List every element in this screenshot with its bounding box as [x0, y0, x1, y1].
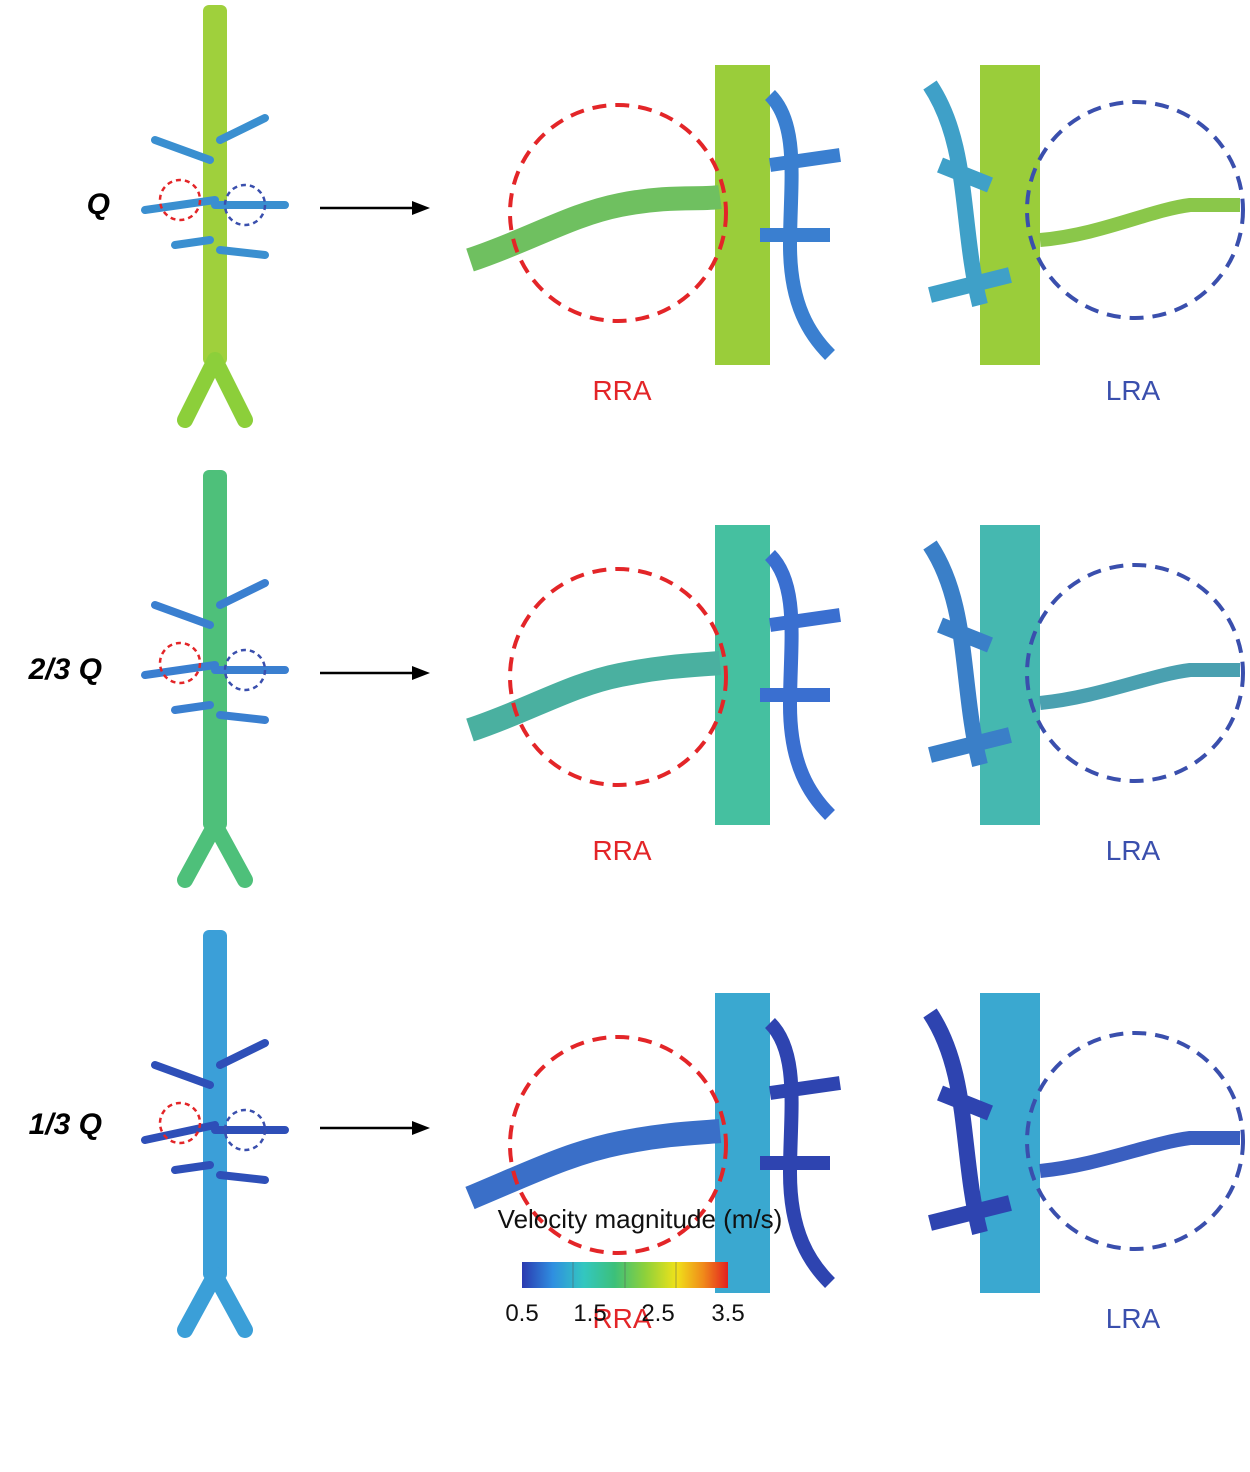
legend: Velocity magnitude (m/s)	[440, 1188, 840, 1472]
tick-label: 2.5	[641, 1300, 675, 1327]
aorta-segment	[715, 525, 770, 825]
rra-detail	[465, 993, 841, 1293]
aorta-trunk	[203, 930, 227, 1280]
rra-label: RRA	[592, 375, 652, 406]
side-vessels	[923, 80, 1012, 307]
legend-title: Velocity magnitude (m/s)	[497, 1204, 783, 1234]
lra-label: LRA	[1105, 835, 1161, 866]
side-vessels	[760, 1018, 841, 1288]
rra-detail	[466, 65, 841, 365]
aorta-overview	[141, 470, 289, 888]
iliac-branches	[177, 817, 253, 888]
tick-label: 1.5	[573, 1300, 607, 1327]
side-vessels	[923, 540, 1012, 767]
row-q: Q RRA LRA	[0, 0, 1250, 460]
side-vessels	[923, 1008, 1012, 1235]
rra-circle	[508, 103, 728, 323]
renal-branches	[141, 114, 289, 259]
row-label: 2/3 Q	[28, 653, 102, 686]
row-2-3-q: 2/3 Q RRA LRA	[0, 465, 1250, 925]
rra-marker	[158, 641, 202, 685]
tick-label: 3.5	[711, 1300, 745, 1327]
arrow	[320, 1121, 430, 1135]
aorta-overview	[141, 5, 289, 428]
colorbar	[522, 1262, 728, 1288]
aorta-overview	[141, 930, 289, 1338]
rra-marker	[158, 178, 202, 222]
rra-circle	[508, 567, 728, 787]
row-label: Q	[86, 188, 110, 221]
renal-artery	[466, 651, 722, 742]
row-label: 1/3 Q	[28, 1108, 102, 1141]
renal-branches	[141, 1039, 289, 1184]
renal-artery	[1039, 1131, 1240, 1178]
arrow	[320, 201, 430, 215]
row-1-3-q: 1/3 Q RRA LRA	[0, 925, 1250, 1385]
lra-circle	[1025, 1031, 1245, 1251]
rra-detail	[466, 525, 841, 825]
aorta-segment	[980, 65, 1040, 365]
rra-label: RRA	[592, 1303, 652, 1334]
aorta-segment	[980, 993, 1040, 1293]
lra-detail	[923, 993, 1245, 1293]
side-vessels	[760, 90, 841, 360]
aorta-segment	[715, 65, 770, 365]
aorta-trunk	[203, 470, 227, 830]
arrow	[320, 666, 430, 680]
iliac-branches	[177, 352, 253, 428]
lra-circle	[1025, 563, 1245, 783]
lra-detail	[923, 525, 1245, 825]
renal-branches	[141, 579, 289, 724]
rra-circle	[508, 1035, 728, 1255]
lra-marker	[223, 183, 267, 227]
lra-marker	[223, 648, 267, 692]
rra-label: RRA	[592, 835, 652, 866]
rra-marker	[158, 1101, 202, 1145]
renal-artery	[466, 185, 722, 272]
side-vessels	[760, 550, 841, 820]
tick-label: 0.5	[505, 1300, 539, 1327]
lra-circle	[1025, 100, 1245, 320]
renal-artery	[1039, 663, 1240, 710]
lra-detail	[923, 65, 1245, 365]
lra-label: LRA	[1105, 375, 1161, 406]
iliac-branches	[177, 1267, 253, 1338]
lra-marker	[223, 1108, 267, 1152]
aorta-segment	[980, 525, 1040, 825]
renal-artery	[1039, 198, 1240, 247]
lra-label: LRA	[1105, 1303, 1161, 1334]
aorta-trunk	[203, 5, 227, 365]
